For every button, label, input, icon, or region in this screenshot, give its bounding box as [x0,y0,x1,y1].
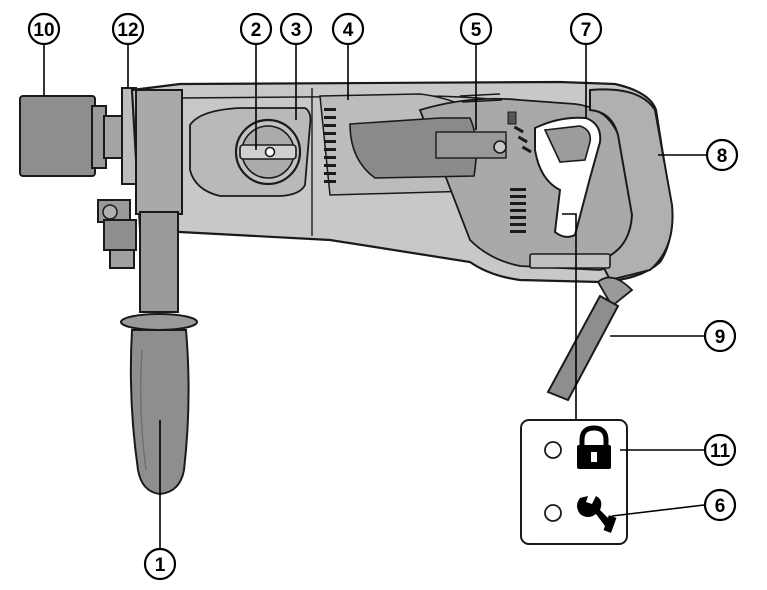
svg-text:11: 11 [710,441,731,462]
function-selector [234,118,302,186]
padlock-icon [577,425,611,469]
chuck [19,95,127,177]
drill-body [130,80,673,284]
main-handle [529,88,674,282]
svg-text:4: 4 [343,20,354,41]
indicator-panel [520,419,628,545]
callout-10: 10 [27,12,61,46]
callout-7: 7 [569,12,603,46]
callout-3: 3 [279,12,313,46]
wrench-icon [577,496,617,533]
svg-text:9: 9 [715,327,726,348]
service-led [544,441,562,459]
callout-12: 12 [111,12,145,46]
maintenance-led [544,504,562,522]
callout-9: 9 [703,319,737,353]
svg-text:5: 5 [471,20,482,41]
depth-gauge-clamp [97,87,137,269]
callout-1: 1 [143,547,177,581]
svg-text:1: 1 [155,555,166,576]
svg-text:12: 12 [117,20,138,41]
svg-text:10: 10 [33,20,54,41]
callout-5: 5 [459,12,493,46]
vent-slots-front [324,108,336,183]
svg-text:7: 7 [581,20,592,41]
callout-2: 2 [239,12,273,46]
callout-8: 8 [705,138,739,172]
power-cord [546,276,634,402]
svg-text:6: 6 [715,496,726,517]
vent-slots-rear [510,125,532,233]
callout-6: 6 [703,488,737,522]
side-handle [120,89,198,496]
svg-text:8: 8 [717,146,728,167]
leader-lines [43,44,706,548]
callout-4: 4 [331,12,365,46]
callout-11: 11 [703,433,737,467]
svg-text:3: 3 [291,20,302,41]
svg-text:2: 2 [251,20,262,41]
